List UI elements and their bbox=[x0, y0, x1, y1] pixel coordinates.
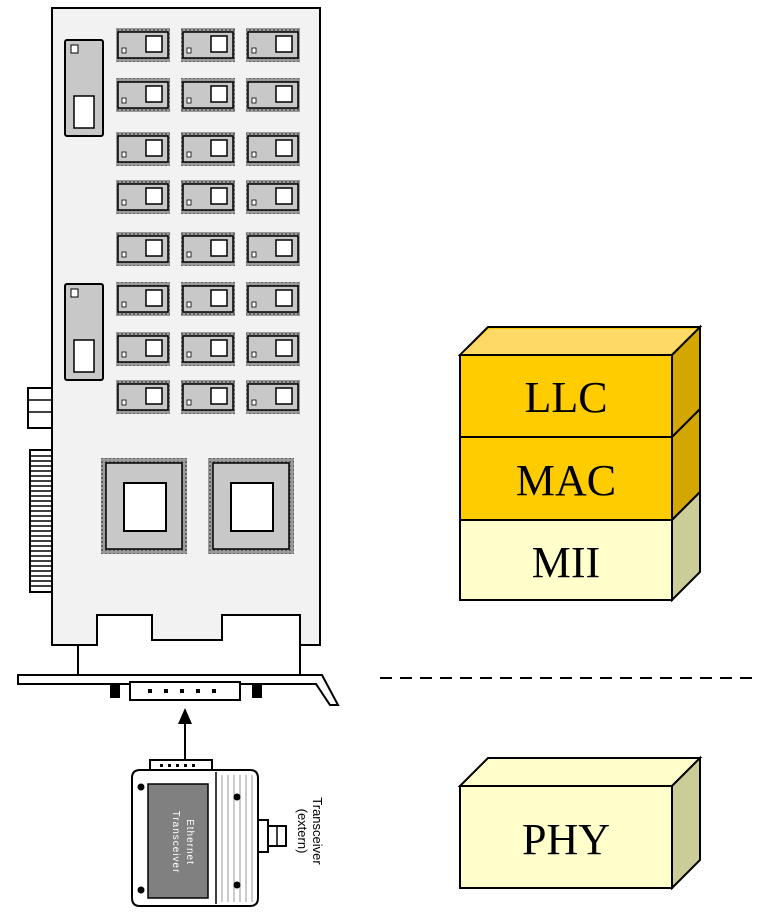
memory-chip bbox=[116, 180, 170, 214]
network-card bbox=[17, 7, 340, 706]
memory-chip bbox=[116, 380, 170, 414]
layer-phy-label: PHY bbox=[522, 815, 610, 864]
memory-chip bbox=[116, 232, 170, 266]
memory-chip bbox=[181, 78, 235, 112]
external-transceiver: Ethernet Transceiver Transceiver (extern… bbox=[131, 759, 325, 907]
memory-chip bbox=[116, 132, 170, 166]
card-edge-connector bbox=[77, 645, 301, 675]
phy-layer-block: PHY bbox=[457, 755, 703, 891]
side-connector-small bbox=[27, 387, 53, 429]
memory-chip bbox=[246, 132, 300, 166]
memory-chip bbox=[246, 180, 300, 214]
transceiver-panel bbox=[147, 783, 209, 899]
transceiver-body-label-1: Ethernet bbox=[184, 819, 195, 865]
memory-chip bbox=[181, 380, 235, 414]
transceiver-side-label-2: (extern) bbox=[295, 809, 310, 854]
phy-top-face bbox=[457, 757, 703, 787]
memory-chip bbox=[246, 78, 300, 112]
layer-mac bbox=[459, 436, 673, 521]
transceiver-side-label-1: Transceiver bbox=[310, 797, 325, 865]
aui-port-pins bbox=[148, 689, 216, 693]
memory-chip bbox=[246, 282, 300, 316]
connection-arrow bbox=[178, 708, 192, 760]
transceiver-connector-pins bbox=[160, 764, 195, 767]
eeprom-chip-top bbox=[64, 39, 104, 137]
memory-chip bbox=[181, 28, 235, 62]
memory-chip bbox=[181, 282, 235, 316]
layer-mac-label: MAC bbox=[516, 456, 616, 505]
eeprom-chip-bottom bbox=[64, 283, 104, 381]
side-connector-large bbox=[29, 449, 53, 593]
memory-chip-grid bbox=[116, 28, 300, 414]
protocol-layer-stack: LLC MAC MII bbox=[457, 324, 703, 603]
layer-phy bbox=[459, 785, 673, 889]
layer-mii-label: MII bbox=[532, 538, 600, 587]
memory-chip bbox=[246, 332, 300, 366]
memory-chip bbox=[116, 28, 170, 62]
memory-chip bbox=[246, 232, 300, 266]
controller-chip-right bbox=[208, 458, 294, 554]
memory-chip bbox=[116, 332, 170, 366]
memory-chip bbox=[181, 180, 235, 214]
memory-chip bbox=[181, 132, 235, 166]
memory-chip bbox=[181, 232, 235, 266]
card-bracket bbox=[17, 674, 340, 706]
layer-llc-label: LLC bbox=[524, 373, 607, 422]
memory-chip bbox=[181, 332, 235, 366]
transceiver-cable-connector bbox=[257, 819, 287, 853]
memory-chip bbox=[116, 78, 170, 112]
layer-mii bbox=[459, 519, 673, 601]
memory-chip bbox=[246, 380, 300, 414]
memory-chip bbox=[246, 28, 300, 62]
controller-chip-left bbox=[101, 458, 187, 554]
transceiver-body-label-2: Transceiver bbox=[170, 811, 181, 874]
memory-chip bbox=[116, 282, 170, 316]
